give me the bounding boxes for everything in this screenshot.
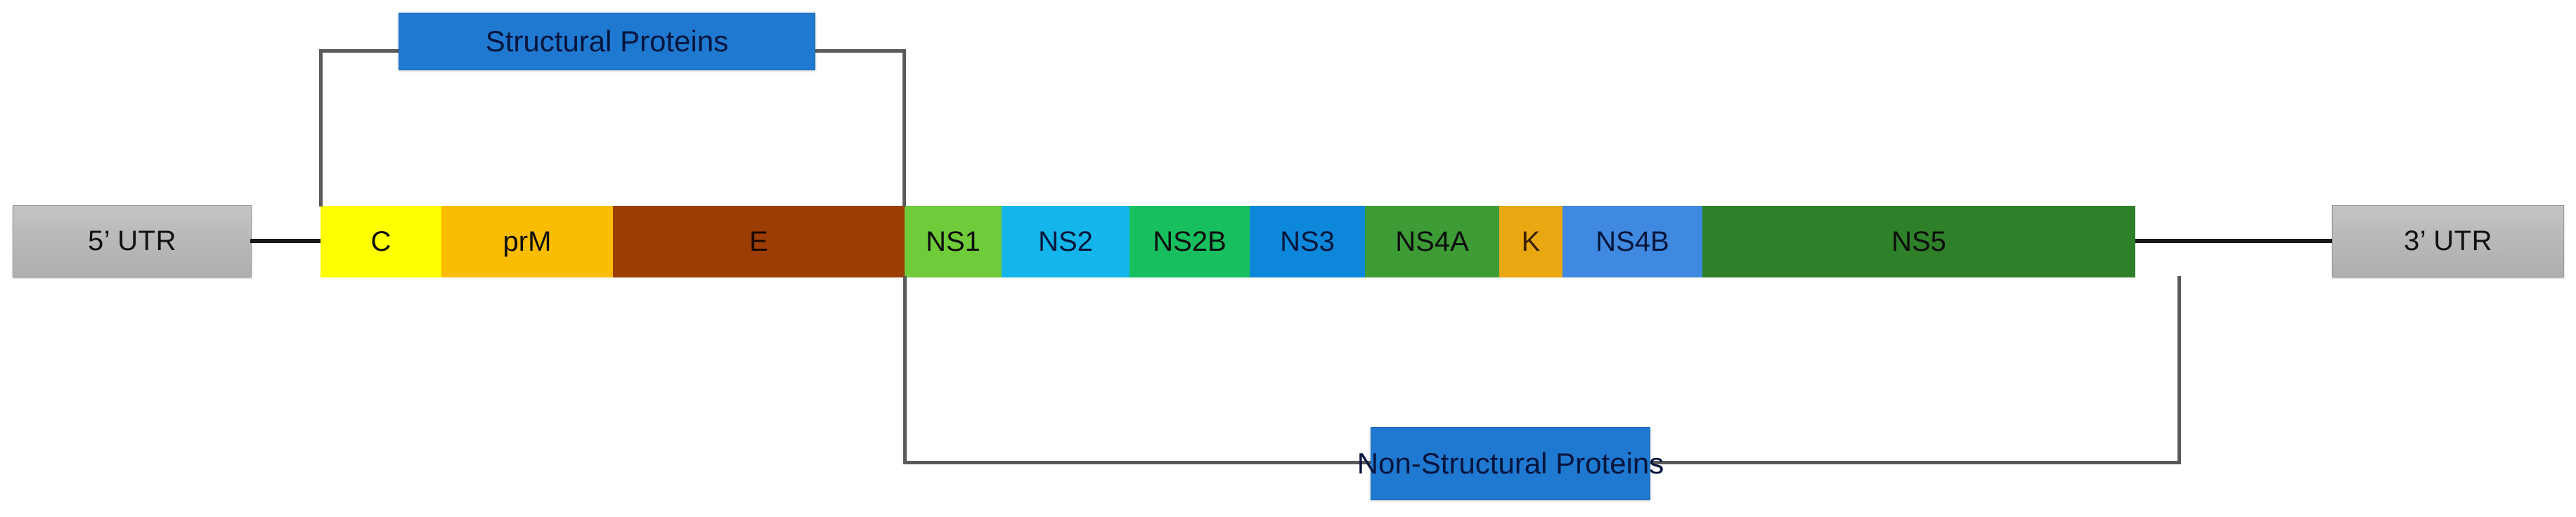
non-structural-bracket-left-arm bbox=[903, 276, 907, 464]
non-structural-proteins-label-box[interactable]: Non-Structural Proteins bbox=[1357, 427, 1664, 500]
genome-segment-c-label: C bbox=[370, 225, 391, 257]
genome-segment-k-label: K bbox=[1521, 225, 1541, 257]
non-structural-bracket-right-arm bbox=[2177, 276, 2181, 464]
genome-segment-k[interactable]: K bbox=[1499, 206, 1562, 277]
utr-box-3-prime: 3’ UTR bbox=[2332, 205, 2564, 277]
structural-bracket-top-right bbox=[814, 49, 906, 53]
non-structural-bracket-bottom-right bbox=[1649, 461, 2181, 464]
genome-segment-c[interactable]: C bbox=[321, 206, 441, 277]
genome-segment-ns2-label: NS2 bbox=[1038, 225, 1093, 257]
genome-segment-ns4b[interactable]: NS4B bbox=[1562, 206, 1702, 277]
genome-segment-prm-label: prM bbox=[503, 225, 552, 257]
genome-segment-ns4a[interactable]: NS4A bbox=[1365, 206, 1499, 277]
genome-segment-ns3[interactable]: NS3 bbox=[1250, 206, 1365, 277]
genome-segment-ns1[interactable]: NS1 bbox=[905, 206, 1002, 277]
genome-segment-ns1-label: NS1 bbox=[926, 225, 980, 257]
genome-segment-ns4b-label: NS4B bbox=[1596, 225, 1669, 257]
connector-line-right bbox=[2135, 239, 2334, 243]
utr-5-prime-label: 5’ UTR bbox=[88, 225, 176, 256]
genome-segment-ns2b[interactable]: NS2B bbox=[1130, 206, 1250, 277]
genome-segment-ns2b-label: NS2B bbox=[1153, 225, 1226, 257]
structural-bracket-left-arm bbox=[319, 49, 323, 207]
genome-segment-ns2[interactable]: NS2 bbox=[1002, 206, 1130, 277]
structural-bracket-top-left bbox=[319, 49, 400, 53]
genome-segment-ns5-label: NS5 bbox=[1891, 225, 1946, 257]
non-structural-bracket-bottom-left bbox=[903, 461, 1373, 464]
utr-box-5-prime: 5’ UTR bbox=[13, 205, 252, 277]
structural-proteins-label: Structural Proteins bbox=[485, 25, 729, 58]
genome-segment-ns3-label: NS3 bbox=[1280, 225, 1335, 257]
genome-segment-e-label: E bbox=[749, 225, 768, 257]
genome-segment-e[interactable]: E bbox=[613, 206, 905, 277]
non-structural-proteins-label: Non-Structural Proteins bbox=[1357, 447, 1664, 480]
genome-segment-prm[interactable]: prM bbox=[441, 206, 613, 277]
genome-segment-ns5[interactable]: NS5 bbox=[1702, 206, 2135, 277]
utr-3-prime-label: 3’ UTR bbox=[2404, 225, 2492, 256]
structural-bracket-right-arm bbox=[902, 49, 906, 207]
genome-segment-ns4a-label: NS4A bbox=[1395, 225, 1469, 257]
connector-line-left bbox=[250, 239, 322, 243]
structural-proteins-label-box[interactable]: Structural Proteins bbox=[399, 13, 815, 70]
